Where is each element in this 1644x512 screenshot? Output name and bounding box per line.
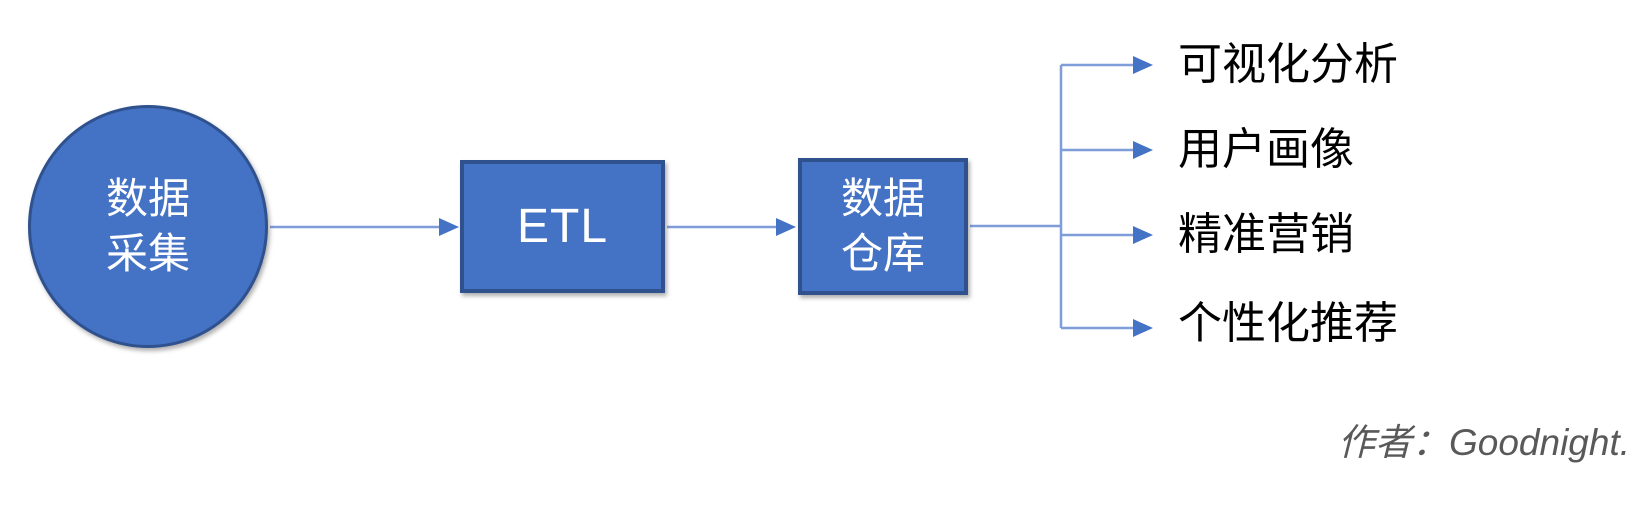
branch-label-visualization-analysis: 可视化分析 (1178, 40, 1398, 89)
branch-label-precision-marketing: 精准营销 (1178, 210, 1354, 259)
node-data-collection-label: 数据 采集 (105, 174, 190, 277)
arrowhead-icon (1133, 319, 1153, 337)
node-data-collection: 数据 采集 (28, 105, 268, 348)
node-etl: ETL (460, 160, 665, 293)
node-data-warehouse-label: 数据 仓库 (840, 174, 925, 277)
arrowhead-icon (439, 218, 459, 236)
node-etl-label: ETL (516, 200, 609, 253)
arrowhead-icon (1133, 56, 1153, 74)
branch-label-personalized-recommendation: 个性化推荐 (1178, 299, 1398, 348)
node-data-warehouse: 数据 仓库 (798, 158, 968, 295)
arrowhead-icon (776, 218, 796, 236)
arrowhead-icon (1133, 141, 1153, 159)
branch-label-user-profile: 用户画像 (1178, 125, 1354, 174)
arrowhead-icon (1133, 226, 1153, 244)
author-credit: 作者：Goodnight. (1338, 422, 1631, 463)
